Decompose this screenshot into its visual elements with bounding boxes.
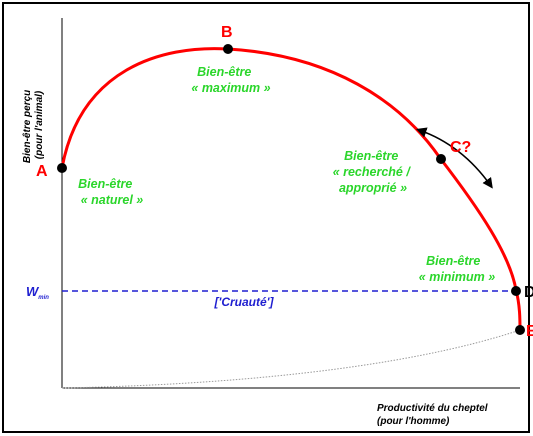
maximum-welfare-line1: Bien-être xyxy=(197,65,251,79)
minimum-welfare-line1: Bien-être xyxy=(426,254,480,268)
w-min-letter: W xyxy=(26,284,40,299)
cruelty-label: ['Cruauté'] xyxy=(213,295,274,309)
productivity-baseline-curve xyxy=(61,329,521,389)
point-a-marker xyxy=(57,163,67,173)
point-c-marker xyxy=(436,154,446,164)
sought-welfare-line3: approprié » xyxy=(339,181,407,195)
point-a-label: A xyxy=(36,163,48,180)
point-b-marker xyxy=(223,44,233,54)
natural-welfare-line1: Bien-être xyxy=(78,177,132,191)
w-min-subscript: min xyxy=(38,295,49,301)
sought-welfare-line2: « recherché / xyxy=(333,165,412,179)
y-axis-label: Bien-être perçu (pour l'animal) xyxy=(22,87,45,163)
x-axis-label-line2: (pour l'homme) xyxy=(377,416,450,427)
point-d-marker xyxy=(511,286,521,296)
natural-welfare-line2: « naturel » xyxy=(81,193,144,207)
w-min-label: Wmin xyxy=(26,284,49,301)
minimum-welfare-label: Bien-être « minimum » xyxy=(419,254,495,284)
sought-welfare-label: Bien-être « recherché / approprié » xyxy=(333,149,414,195)
point-e-marker xyxy=(515,325,525,335)
y-axis-label-line2: (pour l'animal) xyxy=(34,90,45,159)
point-d-label: D xyxy=(524,284,533,301)
point-b-label: B xyxy=(221,24,233,41)
adjustment-arrow xyxy=(416,127,493,189)
point-e-label: E xyxy=(526,323,533,340)
point-c-label: C? xyxy=(450,139,471,156)
sought-welfare-line1: Bien-être xyxy=(344,149,398,163)
maximum-welfare-label: Bien-être « maximum » xyxy=(191,65,270,95)
minimum-welfare-line2: « minimum » xyxy=(419,270,495,284)
maximum-welfare-line2: « maximum » xyxy=(191,81,270,95)
diagram-frame xyxy=(2,2,530,433)
natural-welfare-label: Bien-être « naturel » xyxy=(78,177,143,207)
x-axis-label-line1: Productivité du cheptel xyxy=(377,403,488,414)
y-axis-label-line1: Bien-être perçu xyxy=(22,90,33,163)
